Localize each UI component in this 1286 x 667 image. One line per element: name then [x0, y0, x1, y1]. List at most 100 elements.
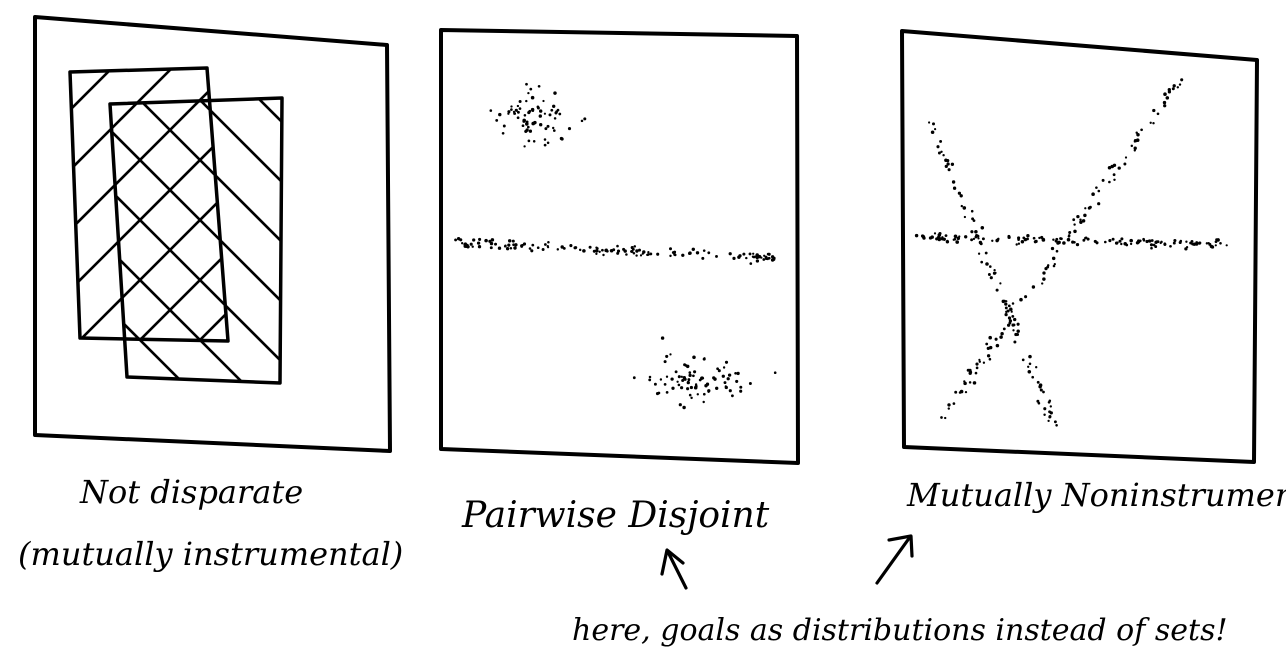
distribution-dot: [1124, 156, 1128, 159]
distribution-dot: [1013, 340, 1017, 344]
distribution-dot: [928, 121, 931, 124]
distribution-dot: [937, 151, 941, 155]
distribution-dot: [1209, 244, 1214, 249]
distribution-dot: [947, 168, 951, 172]
distribution-dot: [705, 382, 710, 386]
distribution-dot: [509, 247, 513, 250]
distribution-dot: [622, 247, 626, 251]
distribution-dot: [954, 390, 958, 394]
distribution-dot: [507, 110, 511, 114]
distribution-dot: [1049, 405, 1052, 408]
distribution-dot: [1114, 241, 1119, 245]
distribution-dot: [1039, 388, 1043, 392]
distribution-dot: [994, 337, 998, 341]
distribution-dot: [1205, 242, 1209, 245]
distribution-dot: [464, 245, 468, 248]
distribution-dot: [541, 248, 545, 251]
distribution-dot: [1214, 244, 1217, 247]
distribution-dot: [986, 354, 991, 358]
distribution-dot: [960, 204, 963, 208]
distribution-dot: [1021, 358, 1025, 362]
distribution-dot: [1032, 236, 1036, 240]
distribution-dot: [724, 360, 729, 364]
distribution-dot: [1163, 92, 1167, 96]
distribution-dot: [592, 249, 596, 253]
distribution-dot: [1047, 419, 1050, 423]
distribution-dot: [1097, 189, 1101, 193]
distribution-dot: [995, 288, 999, 292]
distribution-dot: [1219, 242, 1222, 245]
distribution-dot: [1068, 230, 1072, 235]
distribution-dot: [632, 376, 636, 380]
distribution-dot: [1041, 238, 1046, 242]
distribution-dot: [1079, 218, 1082, 221]
distribution-dot: [528, 129, 533, 133]
distribution-dot: [991, 239, 994, 242]
distribution-dot: [680, 375, 683, 378]
distribution-dot: [461, 242, 464, 245]
distribution-dot: [544, 243, 547, 246]
distribution-dot: [657, 391, 661, 395]
distribution-dot: [963, 215, 967, 219]
distribution-dot: [742, 252, 746, 256]
distribution-dot: [962, 206, 967, 210]
distribution-dot: [669, 247, 672, 251]
distribution-dot: [478, 237, 482, 241]
distribution-dot: [692, 355, 696, 360]
distribution-dot: [995, 343, 1000, 348]
distribution-dot: [582, 249, 586, 253]
distribution-dot: [525, 99, 528, 103]
distribution-dot: [701, 377, 705, 380]
distribution-dot: [525, 82, 528, 86]
distribution-dot: [1216, 238, 1220, 242]
distribution-dot: [1075, 242, 1080, 247]
distribution-dot: [1172, 241, 1176, 245]
distribution-dot: [1048, 399, 1052, 403]
distribution-dot: [1050, 246, 1055, 251]
distribution-dot: [1035, 366, 1038, 369]
distribution-dot: [934, 128, 937, 131]
distribution-dot: [530, 249, 534, 253]
goal-distribution-diagonal-up: [940, 78, 1184, 420]
distribution-dot: [632, 251, 636, 255]
distribution-dot: [722, 366, 726, 369]
distribution-dot: [1004, 302, 1008, 306]
distribution-dot: [488, 239, 492, 243]
distribution-dot: [721, 374, 725, 378]
distribution-dot: [1176, 86, 1180, 89]
distribution-dot: [702, 400, 705, 404]
distribution-dot: [648, 375, 652, 379]
distribution-dot: [527, 139, 531, 143]
distribution-dot: [1011, 314, 1015, 318]
distribution-dot: [1048, 415, 1052, 419]
distribution-dot: [635, 249, 639, 253]
distribution-dot: [756, 254, 759, 258]
distribution-dot: [529, 87, 533, 91]
distribution-dot: [1046, 264, 1050, 267]
distribution-dot: [944, 416, 947, 420]
distribution-dot: [604, 248, 608, 252]
distribution-dot: [583, 117, 587, 121]
distribution-dot: [536, 106, 540, 110]
distribution-dot: [940, 416, 943, 419]
distribution-dot: [1027, 365, 1030, 368]
distribution-dot: [946, 239, 949, 243]
distribution-dot: [1173, 238, 1177, 243]
distribution-dot: [707, 251, 711, 255]
distribution-dot: [1159, 241, 1162, 245]
distribution-dot: [528, 247, 532, 250]
distribution-dot: [523, 145, 526, 148]
distribution-dot: [988, 345, 993, 350]
distribution-dot: [1016, 329, 1020, 333]
distribution-dot: [1048, 410, 1052, 414]
distribution-dot: [752, 252, 755, 255]
distribution-dot: [518, 107, 522, 110]
distribution-dot: [748, 252, 752, 256]
distribution-dot: [560, 137, 564, 141]
distribution-dot: [932, 122, 935, 126]
distribution-dot: [562, 246, 566, 250]
arrow-to-mutually-noninstrumental: [875, 534, 914, 585]
distribution-dot: [1002, 327, 1006, 331]
distribution-dot: [531, 109, 535, 113]
panel-frame: [439, 28, 800, 465]
